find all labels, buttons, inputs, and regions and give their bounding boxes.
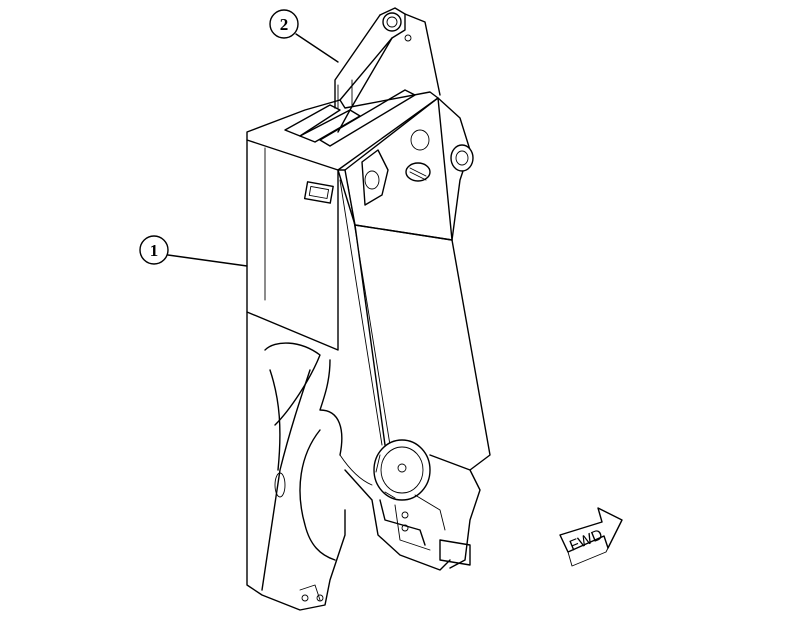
shear-assembly-body (246, 7, 491, 611)
fwd-direction-arrow: FWD (559, 507, 623, 567)
callout-2-label: 2 (280, 15, 289, 34)
callout-2: 2 (269, 9, 339, 63)
callout-1: 1 (139, 235, 248, 267)
callout-1-label: 1 (150, 241, 159, 260)
